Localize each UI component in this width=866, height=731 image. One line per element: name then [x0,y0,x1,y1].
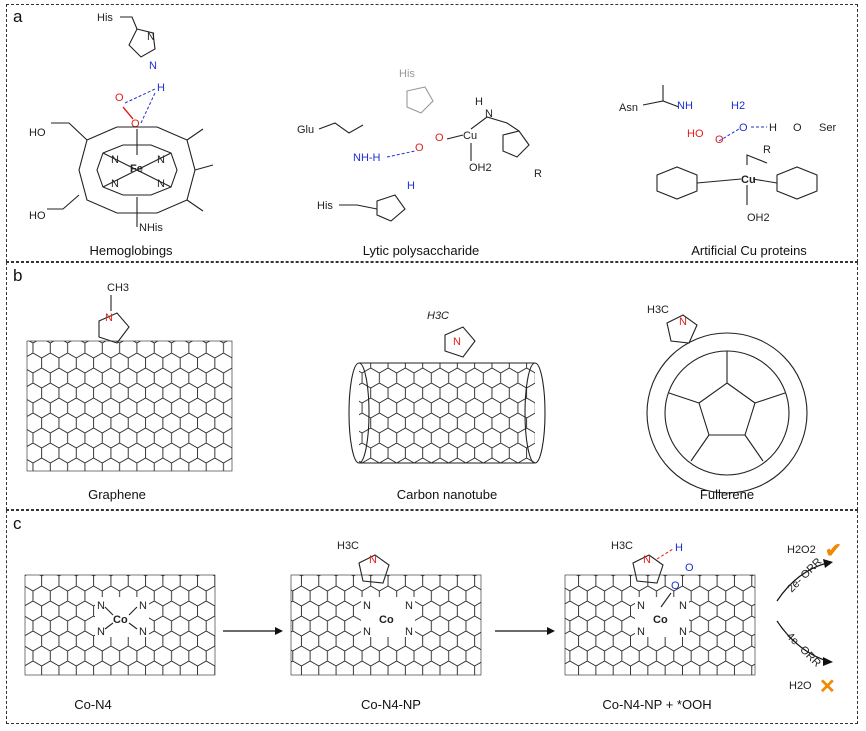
panel-c-structures: Co N N N N Co N N N N N H3C [24,540,842,698]
h3c-3: H3C [611,540,633,552]
product-h2o2: H2O2 [787,544,816,556]
atom-fe: Fe [130,163,143,175]
n-2c: N [363,626,371,638]
atom-o-lytic: O [415,142,424,154]
atom-h: H [475,96,483,108]
graphene-structure: N CH3 [26,282,233,472]
n-3d: N [679,626,687,638]
fullerene-n: N [679,316,687,328]
atom-ho-cu: HO [687,128,704,140]
panel-c: c Co N N N N Co N N N N N H3C [6,510,858,724]
n-1b: N [139,600,147,612]
atom-cu-2: Cu [741,174,756,186]
fullerene-h3c: H3C [647,304,669,316]
fullerene-structure: N H3C [646,304,808,494]
atom-cu: Cu [463,130,477,142]
panel-b-structures: N CH3 N H3C N H3C [26,282,808,494]
caption-lytic-polysaccharide: Lytic polysaccharide [362,243,480,258]
atom-n-blue: N [149,60,157,72]
atom-nhh: NH-H [353,152,381,164]
co-atom-3: Co [653,614,668,626]
atom-o-lytic-2: O [435,132,444,144]
ooh-h: H [675,542,683,554]
atom-ser: Ser [819,122,836,134]
n-2b: N [405,600,413,612]
n-3c: N [637,626,645,638]
lytic-polysaccharide-structure: His Glu NH-H O O Cu OH2 H N R H His [297,68,542,222]
label-2e-orr: 2e- ORR [785,556,824,595]
atom-asn: Asn [619,102,638,114]
n-2d: N [405,626,413,638]
atom-o-red: O [115,92,124,104]
atom-h-cu: H [769,122,777,134]
n-2a: N [363,600,371,612]
atom-oh2: OH2 [469,162,492,174]
np-n-2: N [369,554,377,566]
atom-h-blue: H [157,82,165,94]
his-gray: His [399,68,415,80]
atom-o-blue: O [739,122,748,134]
caption-co-n4-np: Co-N4-NP [361,697,421,712]
n-1d: N [139,626,147,638]
atom-h2: H2 [731,100,745,112]
atom-n-2: N [157,154,165,166]
n-3a: N [637,600,645,612]
n-1a: N [97,600,105,612]
co-n4-np-structure: Co N N N N N H3C [290,540,482,676]
panel-a-label: a [13,7,23,26]
atom-his-lytic: His [317,200,333,212]
n-3b: N [679,600,687,612]
hemoglobin-structure: His N N H O O Fe N N N N HO HO NHis [29,12,214,234]
atom-h-lytic: H [407,180,415,192]
atom-n: N [147,31,155,43]
graphene-ch3: CH3 [107,282,129,294]
caption-hemoglobings: Hemoglobings [89,243,173,258]
co-atom-2: Co [379,614,394,626]
atom-o-red-2: O [131,118,140,130]
atom-glu: Glu [297,124,314,136]
atom-nh2: NH [677,100,693,112]
h3c-2: H3C [337,540,359,552]
cross-icon: ✕ [819,676,836,698]
caption-co-n4-np-ooh: Co-N4-NP + *OOH [602,697,712,712]
caption-carbon-nanotube: Carbon nanotube [396,487,498,502]
n-1c: N [97,626,105,638]
panel-b-label: b [13,266,23,285]
co-atom-1: Co [113,614,128,626]
cnt-n: N [453,336,461,348]
panel-c-label: c [13,514,22,533]
np-n-3: N [643,554,651,566]
product-h2o: H2O [789,680,812,692]
cnt-h3c: H3C [427,310,449,322]
caption-co-n4: Co-N4 [74,697,112,712]
label-4e-orr: 4e- ORR [784,630,823,669]
caption-artificial-cu-proteins: Artificial Cu proteins [691,243,807,258]
co-n4-structure: Co N N N N [24,574,216,676]
atom-o-cu: O [715,134,724,146]
atom-n-1: N [111,154,119,166]
graphene-n: N [105,312,113,324]
his-label: His [97,12,113,24]
caption-fullerene: Fullerene [699,487,755,502]
atom-n-3: N [111,178,119,190]
atom-ho-2: HO [29,210,46,222]
panel-a: a His N N H O O Fe N N N N HO HO [6,4,858,262]
check-icon: ✔ [825,540,842,562]
ooh-o1: O [685,562,694,574]
atom-n-4: N [157,178,165,190]
artificial-cu-structure: Asn NH HO O H2 O H O Ser Cu OH2 R [619,85,836,224]
ooh-o2: O [671,580,680,592]
atom-nhis: NHis [139,222,163,234]
panel-a-structures: His N N H O O Fe N N N N HO HO NHis [29,12,836,234]
atom-n-lytic: N [485,108,493,120]
atom-r-2: R [763,144,771,156]
atom-o-ser: O [793,122,802,134]
atom-oh2-2: OH2 [747,212,770,224]
co-n4-np-ooh-structure: Co N N N N N H3C H O O [564,540,756,676]
panel-b: b N CH3 N H3C [6,262,858,510]
atom-ho: HO [29,127,46,139]
caption-graphene: Graphene [88,487,146,502]
atom-r: R [534,168,542,180]
carbon-nanotube-structure: N H3C [348,310,546,464]
